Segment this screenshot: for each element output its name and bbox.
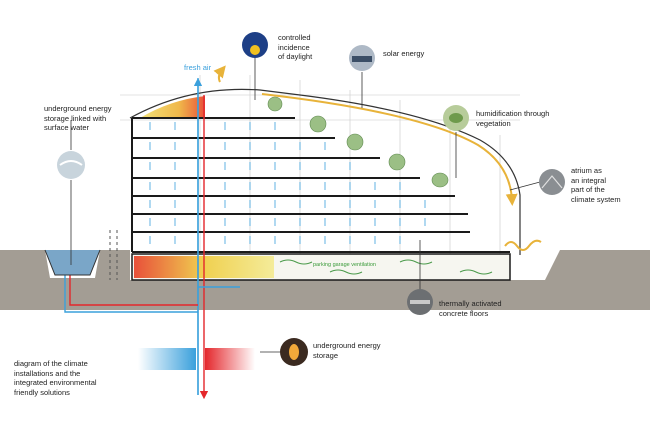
flame-icon <box>280 338 308 366</box>
pipe-network <box>64 275 240 313</box>
atrium-airflow <box>504 239 542 251</box>
floor-slabs <box>131 117 510 253</box>
concrete-floor-icon <box>407 289 433 315</box>
cooling-drops <box>149 122 426 244</box>
roof-envelope <box>129 88 521 255</box>
solar-label: solar energy <box>383 49 425 58</box>
sun-flower-icon <box>242 32 268 58</box>
atrium-label: atrium as an integral part of the climat… <box>571 166 621 204</box>
water-storage <box>44 230 118 280</box>
diagram-caption: diagram of the climate installations and… <box>14 359 97 397</box>
solar-panel-icon <box>349 45 375 71</box>
warm-storage-bar <box>205 348 255 370</box>
water-icon <box>57 151 85 179</box>
exhaust-air <box>213 65 226 83</box>
cold-storage-bar <box>138 348 196 370</box>
concrete-label: thermally activated concrete floors <box>439 299 502 318</box>
fresh-air-label: fresh air <box>184 63 212 72</box>
fresh-air-shaft <box>193 77 209 400</box>
parking-garage <box>131 253 511 281</box>
humidification-label: humidification through vegetation <box>476 109 550 128</box>
leaf-icon <box>443 105 469 131</box>
parking-label: parking garage ventilation <box>313 262 376 268</box>
water-storage-label: underground energy storage linked with s… <box>44 104 112 132</box>
leader-lines <box>70 58 541 353</box>
vegetation <box>267 96 449 188</box>
daylight-label: controlled incidence of daylight <box>278 33 313 61</box>
underground-storage-label: underground energy storage <box>313 341 381 360</box>
atrium-photo-icon <box>539 169 565 195</box>
